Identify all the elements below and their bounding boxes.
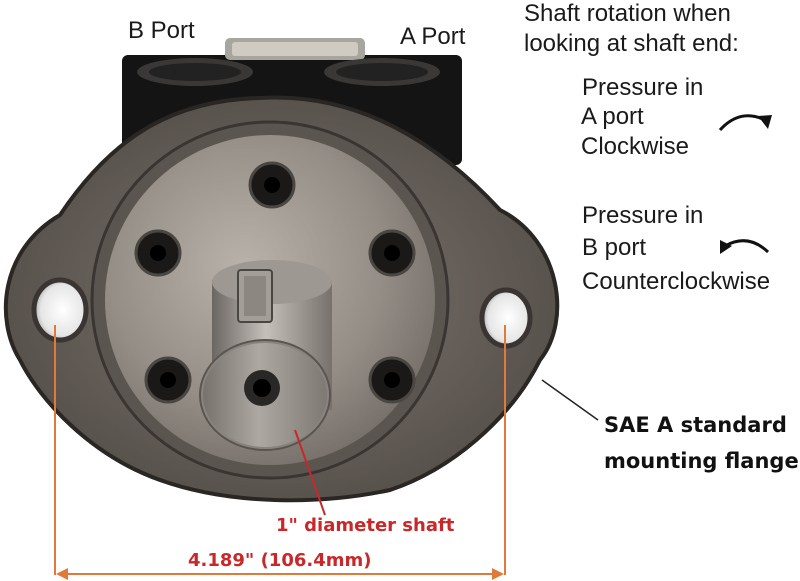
face-bolts: [134, 161, 416, 404]
flange-label-line2: mounting flange: [604, 449, 799, 473]
a-pressure-line2: A port: [581, 103, 644, 130]
a-pressure-line3: Clockwise: [581, 133, 690, 160]
b-pressure-line1: Pressure in: [582, 202, 704, 229]
flange-dimension: [54, 325, 506, 580]
flange-label-line1: SAE A standard: [604, 413, 787, 437]
clockwise-arrow-icon: [718, 114, 772, 132]
flange-leader-line: [541, 379, 599, 421]
b-pressure-line3: Counterclockwise: [582, 268, 771, 295]
shaft-leader-line: [294, 429, 326, 516]
rotation-header-line1: Shaft rotation when: [524, 0, 731, 27]
dimension-label: 4.189" (106.4mm): [188, 550, 372, 571]
left-flange-hole: [31, 277, 89, 343]
a-port-label: A Port: [400, 23, 466, 50]
a-pressure-line1: Pressure in: [582, 74, 704, 101]
counterclockwise-arrow-icon: [720, 239, 770, 254]
output-shaft: [199, 260, 332, 451]
shaft-diameter-label: 1" diameter shaft: [276, 515, 455, 536]
b-pressure-line2: B port: [582, 234, 647, 261]
b-port-label: B Port: [128, 17, 195, 44]
rotation-header-line2: looking at shaft end:: [524, 30, 739, 57]
